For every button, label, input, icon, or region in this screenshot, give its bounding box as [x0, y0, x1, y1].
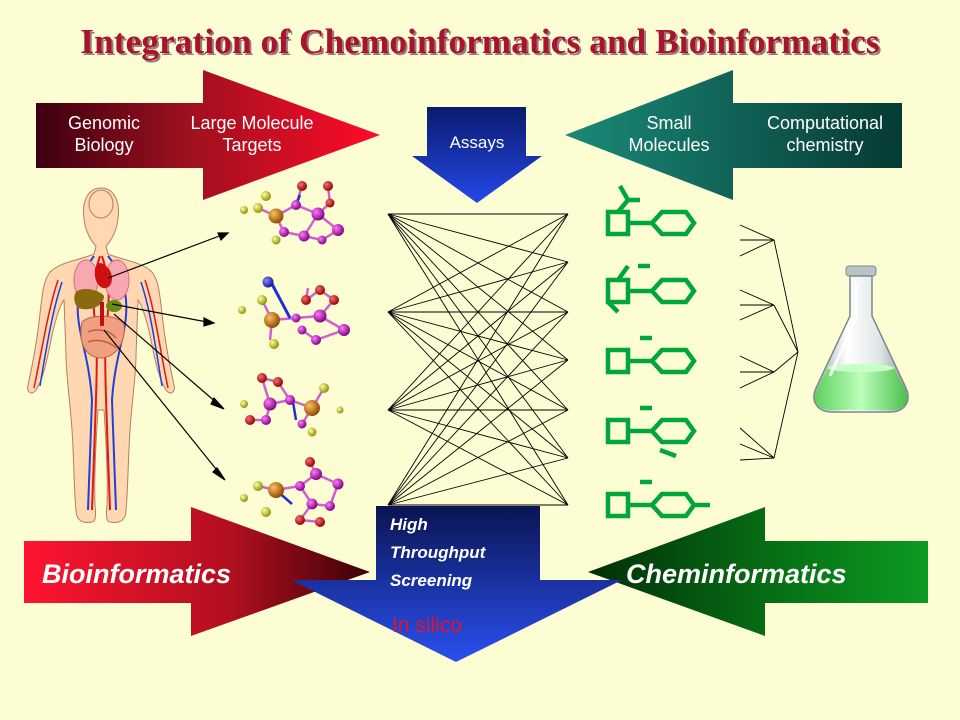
cheminformatics-top-arrow — [565, 70, 902, 200]
protein-target-molecule-icon-1 — [240, 181, 344, 245]
high-throughput-screening-label: High Throughput Screening — [390, 515, 486, 590]
assays-label: Assays — [449, 133, 505, 152]
assay-network-mesh — [387, 213, 569, 506]
human-body-icon — [27, 187, 175, 523]
bioinformatics-top-arrow — [36, 70, 380, 200]
computational-chemistry-label: Computational chemistry — [766, 113, 884, 155]
small-molecule-icon-1 — [605, 184, 697, 237]
protein-target-molecule-icon-3 — [240, 373, 344, 437]
in-silico-label: In silico — [392, 614, 463, 637]
bioinformatics-bottom-arrow — [24, 507, 370, 636]
convergence-lines — [739, 224, 799, 461]
hts-arrow — [291, 506, 622, 662]
small-molecule-icons — [605, 184, 710, 519]
protein-target-molecule-icon-2 — [238, 276, 350, 349]
page-title: Integration of Chemoinformatics and Bioi… — [80, 22, 880, 61]
small-molecule-icon-5 — [605, 479, 710, 519]
erlenmeyer-flask-icon — [813, 265, 909, 413]
small-molecule-icon-4 — [605, 405, 697, 459]
cheminformatics-bottom-arrow — [588, 507, 928, 636]
small-molecule-icon-2 — [605, 263, 697, 314]
cheminformatics-label: Cheminformatics — [626, 559, 847, 589]
body-to-target-pointers — [103, 232, 230, 481]
bioinformatics-label: Bioinformatics — [42, 559, 232, 589]
assays-arrow — [412, 107, 542, 203]
protein-target-molecule-icon-4 — [240, 457, 344, 527]
large-molecule-targets-label: Large Molecule Targets — [190, 113, 314, 155]
genomic-biology-label: Genomic Biology — [67, 113, 141, 155]
small-molecule-icon-3 — [605, 335, 697, 375]
small-molecules-label: Small Molecules — [628, 113, 710, 155]
